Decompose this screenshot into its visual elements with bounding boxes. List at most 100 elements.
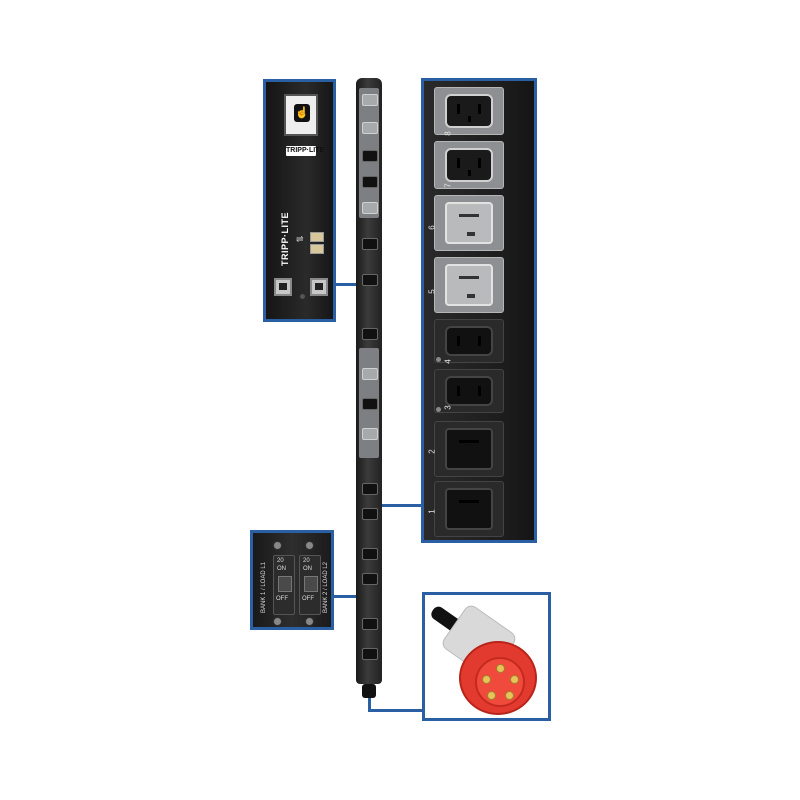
mini-outlet [362,122,378,134]
mini-outlet [362,176,378,188]
outlet-number: 8 [443,131,453,136]
bank-2-label: BANK 2 / LOAD L2 [323,561,329,613]
outlets-panel-callout: 8 7 6 5 [421,78,537,543]
outlet-number: 5 [427,289,437,294]
receptacle-slot [467,294,475,298]
mini-outlet [362,328,378,340]
breaker-rating: 20 [303,558,310,564]
receptacle-slot [467,232,475,236]
c13-receptacle [445,148,493,182]
receptacle-slot [459,276,469,279]
receptacle-slot [459,500,469,503]
plug-connector-vertical [368,690,371,712]
mini-outlet [362,483,378,495]
controller-faceplate: ☝ TRIPP·LITE TRIPP·LITE ⇌ [266,82,333,319]
mini-outlet [362,398,378,410]
screw [305,617,314,626]
breaker-panel-callout: 20 ON OFF 20 ON OFF BANK 1 / LOAD L1 BAN… [250,530,334,630]
plug-face [475,657,525,707]
receptacle-slot [457,386,460,396]
outlet-7 [434,141,504,189]
mini-outlet [362,573,378,585]
controller-panel-callout: ☝ TRIPP·LITE TRIPP·LITE ⇌ [263,79,336,322]
plug-pin [482,675,491,684]
usb-icon: ⇌ [296,234,304,244]
receptacle-slot [478,104,481,114]
mini-outlet [362,648,378,660]
mini-outlet [362,428,378,440]
breaker-on-label: ON [277,566,286,572]
screw [273,541,282,550]
mini-outlet [362,508,378,520]
plug-pin [496,664,505,673]
outlet-8 [434,87,504,135]
strip-plug-end [362,684,376,698]
c13-receptacle [445,94,493,128]
outlet-6 [434,195,504,251]
receptacle-slot [469,276,479,279]
screw [305,541,314,550]
brand-logo-small: TRIPP·LITE [286,146,325,156]
usb-port [310,232,324,242]
bank-1-label: BANK 1 / LOAD L1 [261,561,267,613]
usb-port [310,244,324,254]
outlets-faceplate: 8 7 6 5 [424,81,534,540]
screw [273,617,282,626]
outlet-led [436,407,441,412]
mini-outlet [362,368,378,380]
plug-pin [510,675,519,684]
touch-screen-icon: ☝ [294,104,310,122]
breaker-switch[interactable] [278,576,292,592]
breaker-connector-line [334,595,358,598]
breaker-on-label: ON [303,566,312,572]
outlet-number: 6 [427,225,437,230]
receptacle-slot [478,336,481,346]
receptacle-slot [457,158,460,168]
breaker-bank-2[interactable]: 20 ON OFF [299,555,321,615]
c19-receptacle [445,488,493,530]
mini-outlet [362,238,378,250]
outlet-number: 7 [443,183,453,188]
outlet-number: 4 [443,359,453,364]
outlet-2 [434,421,504,477]
mini-outlet [362,618,378,630]
receptacle-slot [469,440,479,443]
outlet-4 [434,319,504,363]
receptacle-slot [469,214,479,217]
mini-outlet [362,150,378,162]
mini-outlet [362,274,378,286]
outlet-5 [434,257,504,313]
breaker-rating: 20 [277,558,284,564]
ethernet-port-icon [274,278,292,296]
lcd-screen: ☝ [284,94,318,136]
outlet-number: 2 [427,449,437,454]
c13-receptacle [445,376,493,406]
outlet-number: 3 [443,405,453,410]
outlet-3 [434,369,504,413]
brand-logo-vertical: TRIPP·LITE [280,212,290,266]
receptacle-slot [459,440,469,443]
outlet-led [436,357,441,362]
reset-button [300,294,305,299]
breaker-off-label: OFF [276,596,288,602]
plug-pin [487,691,496,700]
pdu-strip [356,78,382,684]
breaker-switch[interactable] [304,576,318,592]
outlet-1 [434,481,504,537]
ethernet-port-icon [310,278,328,296]
plug-connector-horizontal [368,709,424,712]
receptacle-slot [459,214,469,217]
breaker-faceplate: 20 ON OFF 20 ON OFF BANK 1 / LOAD L1 BAN… [253,533,331,627]
plug-pin [505,691,514,700]
plug-panel-callout [422,592,551,721]
mini-outlet [362,548,378,560]
breaker-bank-1[interactable]: 20 ON OFF [273,555,295,615]
outlets-connector-line [382,504,422,507]
mini-outlet [362,94,378,106]
receptacle-slot [468,116,471,122]
receptacle-slot [457,336,460,346]
c19-receptacle [445,264,493,306]
receptacle-slot [478,158,481,168]
receptacle-slot [468,170,471,176]
receptacle-slot [457,104,460,114]
